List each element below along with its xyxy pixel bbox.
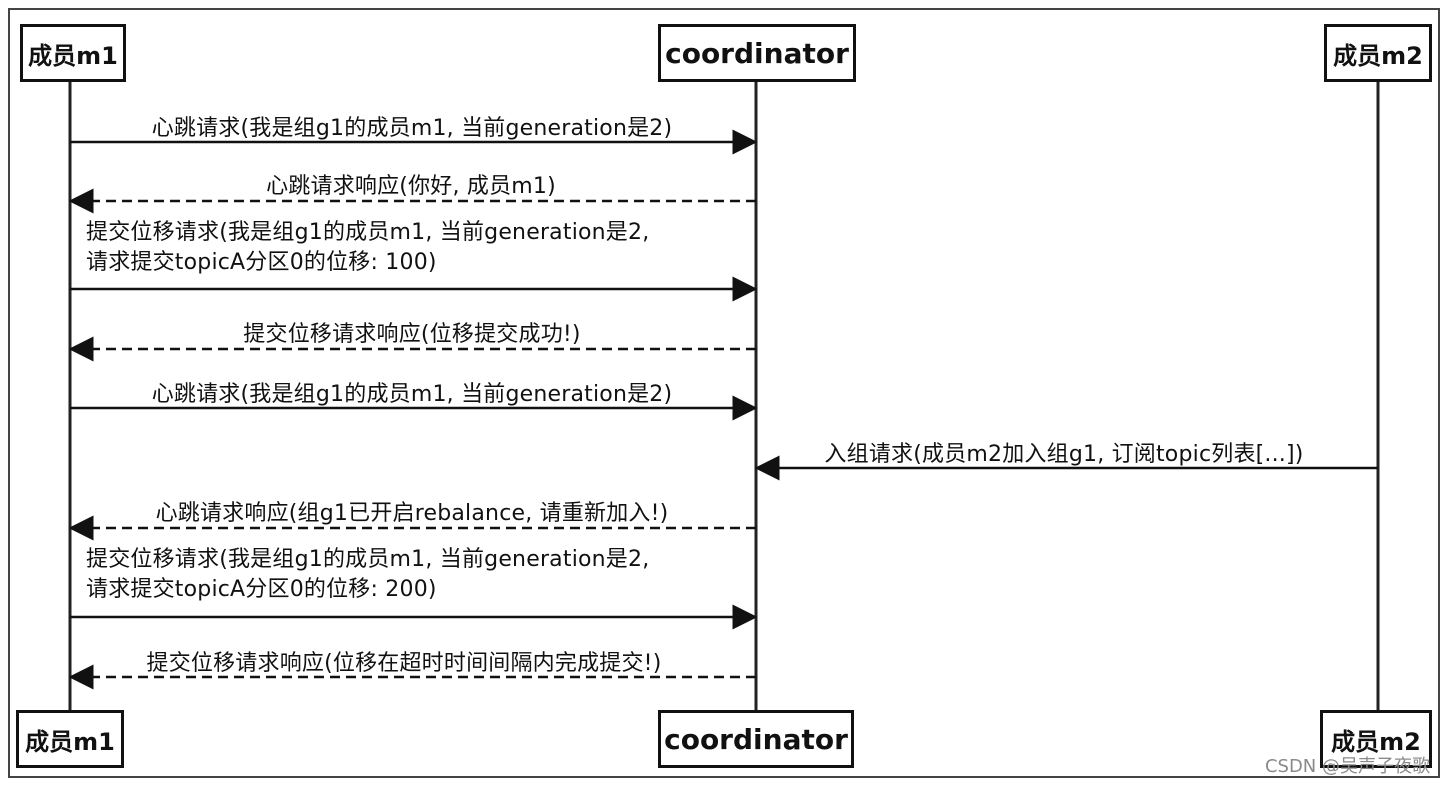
participant-member2-top-label: 成员m2 <box>1333 41 1423 70</box>
message-m1-heartbeat-resp: 心跳请求响应(你好, 成员m1) <box>266 174 556 199</box>
participant-member2-bottom: 成员m2 <box>1320 710 1432 768</box>
message-m1-commit2-resp: 提交位移请求响应(位移在超时时间间隔内完成提交!) <box>146 651 662 676</box>
participant-member2-top: 成员m2 <box>1324 24 1432 82</box>
message-m1-commit-line2: 请求提交topicA分区0的位移: 100) <box>86 250 437 275</box>
participant-member1-bottom-label: 成员m1 <box>25 727 115 756</box>
message-m1-commit-resp: 提交位移请求响应(位移提交成功!) <box>243 322 581 347</box>
participant-member2-bottom-label: 成员m2 <box>1331 727 1421 756</box>
csdn-watermark: CSDN @吴声子夜歌 <box>1264 756 1430 777</box>
message-m1-commit2-line1: 提交位移请求(我是组g1的成员m1, 当前generation是2, <box>86 547 650 572</box>
diagram-frame <box>8 8 1440 778</box>
message-m1-heartbeat2-resp: 心跳请求响应(组g1已开启rebalance, 请重新加入!) <box>155 501 669 526</box>
participant-member1-bottom: 成员m1 <box>16 710 124 768</box>
message-m1-commit2-line2: 请求提交topicA分区0的位移: 200) <box>86 577 437 602</box>
message-m1-heartbeat: 心跳请求(我是组g1的成员m1, 当前generation是2) <box>151 116 673 141</box>
participant-coordinator-bottom: coordinator <box>658 710 854 768</box>
participant-coordinator-top-label: coordinator <box>665 36 849 70</box>
participant-member1-top: 成员m1 <box>20 24 126 82</box>
message-m2-join: 入组请求(成员m2加入组g1, 订阅topic列表[...]) <box>824 442 1304 467</box>
participant-coordinator-bottom-label: coordinator <box>664 722 848 756</box>
participant-member1-top-label: 成员m1 <box>28 41 118 70</box>
message-m1-heartbeat2: 心跳请求(我是组g1的成员m1, 当前generation是2) <box>151 382 673 407</box>
participant-coordinator-top: coordinator <box>658 24 856 82</box>
message-m1-commit-line1: 提交位移请求(我是组g1的成员m1, 当前generation是2, <box>86 220 650 245</box>
